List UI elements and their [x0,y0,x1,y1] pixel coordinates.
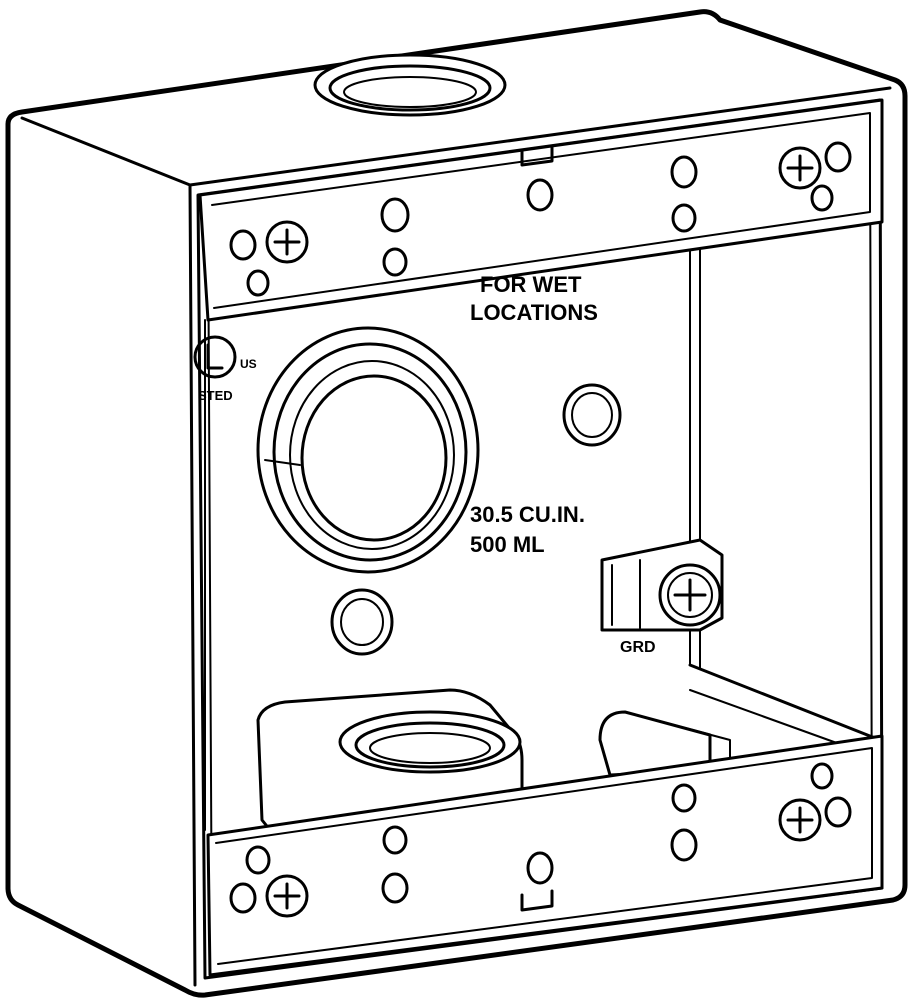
volume-marking-line1: 30.5 CU.IN. [470,502,585,527]
lower-ear-hole-4 [671,783,697,813]
top-threaded-hub [313,53,507,117]
lower-mounting-ear [206,734,884,977]
ear-hole-1 [380,197,410,233]
screw-lower-right [778,798,822,842]
screw-lower-left [265,874,309,918]
wet-marking-line2: LOCATIONS [470,300,598,325]
wet-marking-line1: FOR WET [480,272,582,297]
ear-hole-5 [671,203,697,233]
listing-mark: US STED [193,335,257,403]
ear-hole-9 [810,184,834,212]
screw-upper-right [778,146,822,190]
screw-upper-left [265,220,309,264]
back-threaded-hub [256,326,480,574]
ear-hole-4 [670,155,698,189]
bottom-threaded-hub [256,688,524,832]
ground-screw-boss [600,538,724,632]
volume-marking-line2: 500 ML [470,532,545,557]
ear-hole-3 [526,178,554,212]
lower-ear-hole-5 [670,828,698,862]
lower-ear-hole-3 [526,851,554,885]
listing-mark-listed: STED [198,388,233,403]
lower-ear-hole-9 [824,796,852,828]
listing-mark-us: US [240,357,257,371]
ear-hole-7 [246,269,270,297]
ear-hole-2 [382,247,408,277]
ear-hole-8 [824,141,852,173]
knockout-upper [562,383,622,447]
ear-hole-6 [229,229,257,261]
ground-marking: GRD [620,639,656,656]
lower-ear-hole-6 [245,845,271,875]
lower-ear-hole-2 [381,872,409,904]
lower-ear-hole-8 [810,762,834,790]
upper-mounting-ear [198,98,884,322]
lower-ear-hole-1 [382,825,408,855]
lower-ear-hole-7 [229,882,257,914]
knockout-lower [330,588,394,656]
